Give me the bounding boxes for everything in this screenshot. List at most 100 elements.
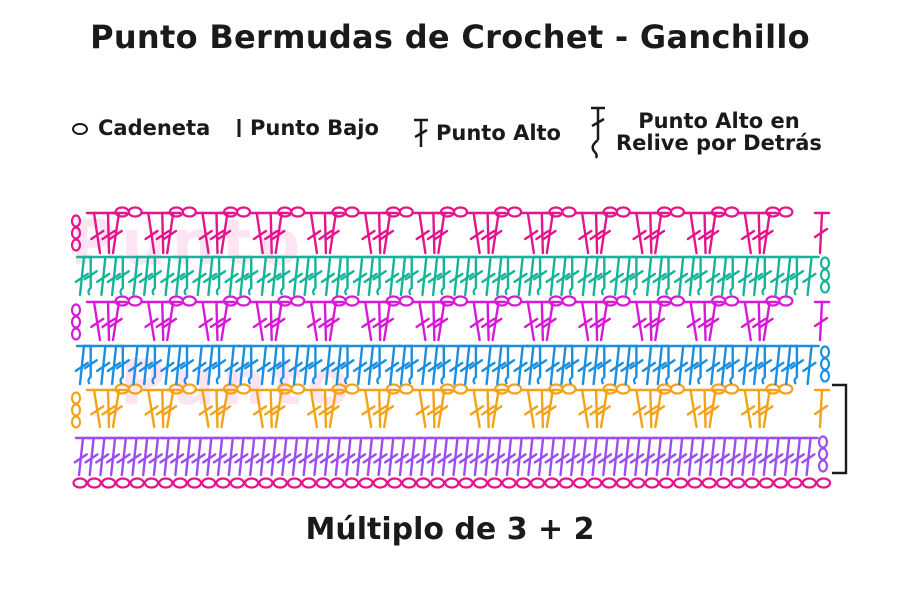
double-crochet-bar [212,453,228,464]
double-crochet-bar [192,361,207,373]
legend-bpdc-label-line1: Punto Alto en [638,109,800,133]
double-crochet-bar [128,361,143,373]
bpdc-hook [536,376,541,385]
double-crochet-bar [361,317,376,329]
bpdc-bar [83,359,98,370]
double-crochet-post [418,300,427,342]
double-crochet-bar [705,317,720,329]
row4-chain [181,295,197,307]
double-crochet-post [645,344,653,386]
bpdc-hook [600,287,606,296]
double-crochet-post [292,255,300,297]
double-crochet-bar [352,361,368,373]
double-crochet-bar [449,272,464,284]
double-crochet-post [491,211,500,255]
double-crochet-post [463,436,470,477]
double-crochet-bar [556,272,571,284]
double-crochet-post [131,436,138,477]
double-crochet-post [269,300,273,342]
bpdc-hook [697,376,702,385]
row3-turning-chain [819,357,831,371]
double-crochet-post [774,255,781,297]
double-crochet-bar [459,361,475,373]
double-crochet-bar [267,361,282,373]
double-crochet-bar [565,453,581,464]
double-crochet-post [473,436,481,477]
double-crochet-post [166,388,175,429]
double-crochet-bar [373,453,388,464]
double-crochet-bar [256,272,271,284]
double-crochet-bar [433,317,449,329]
foundation-chain [801,477,817,489]
double-crochet-bar [596,317,611,329]
double-crochet-bar [234,453,249,464]
double-crochet-post [453,255,460,297]
double-crochet-post [594,388,599,429]
double-crochet-bar [90,317,105,329]
double-crochet-bar [469,229,485,241]
double-crochet-post [742,344,749,386]
legend-double-crochet: Punto Alto [410,116,561,150]
bpdc-bar [436,359,451,370]
row6-chain [290,206,306,218]
double-crochet-bar [694,453,709,464]
bpdc-hook [633,287,638,296]
double-crochet-bar [704,453,720,464]
double-crochet-bar [449,361,464,373]
double-crochet-post [132,255,139,297]
double-crochet-bar [235,272,250,284]
double-crochet-bar [480,317,496,329]
foundation-chain [286,477,303,489]
multiple-label: Múltiplo de 3 + 2 [305,512,595,547]
legend-back-post-double-crochet: Punto Alto en Relive por Detrás [586,104,822,160]
double-crochet-post [274,211,283,255]
double-crochet-post [785,344,792,386]
double-crochet-bar [544,453,559,464]
double-crochet-post [757,211,761,255]
double-crochet-post [260,344,268,386]
double-crochet-post [142,255,150,297]
double-crochet-bar [320,272,336,284]
double-crochet-post [635,300,644,342]
double-crochet-bar [673,272,689,284]
double-crochet-post [109,436,117,477]
double-crochet-post [516,436,523,477]
double-crochet-post [528,344,535,386]
double-crochet-bar [535,405,550,416]
double-crochet-bar [790,453,805,464]
double-crochet-bar [737,453,752,464]
double-crochet-bar [170,272,186,284]
double-crochet-post [92,211,102,255]
double-crochet-post [549,344,556,386]
double-crochet-bar [740,405,756,416]
bpdc-bar [211,359,227,370]
bpdc-bar [597,359,612,370]
double-crochet-bar [330,453,345,464]
bpdc-hook [793,376,798,385]
repeat-bracket-icon [832,383,848,475]
row6-chain [778,206,794,218]
bpdc-bar [372,359,387,370]
double-crochet-bar [325,405,340,416]
legend-single-crochet: Punto Bajo [232,116,379,140]
double-crochet-post [421,344,428,386]
double-crochet-post [100,255,107,297]
double-crochet-post [710,255,717,297]
double-crochet-post [580,388,590,429]
double-crochet-post [762,300,771,342]
double-crochet-bar [620,361,635,373]
double-crochet-post [313,436,320,477]
double-crochet-post [720,255,728,297]
foundation-chain [143,477,160,489]
double-crochet-post [580,300,590,342]
double-crochet-post [110,344,118,386]
legend-double-crochet-label: Punto Alto [436,121,561,145]
double-crochet-bar [137,453,153,464]
double-crochet-bar [589,229,604,241]
double-crochet-post [215,388,219,429]
double-crochet-bar [578,405,593,416]
double-crochet-post [255,300,264,342]
legend-chain-label: Cadeneta [98,116,211,140]
double-crochet-bar [533,453,549,464]
double-crochet-post [201,300,210,342]
